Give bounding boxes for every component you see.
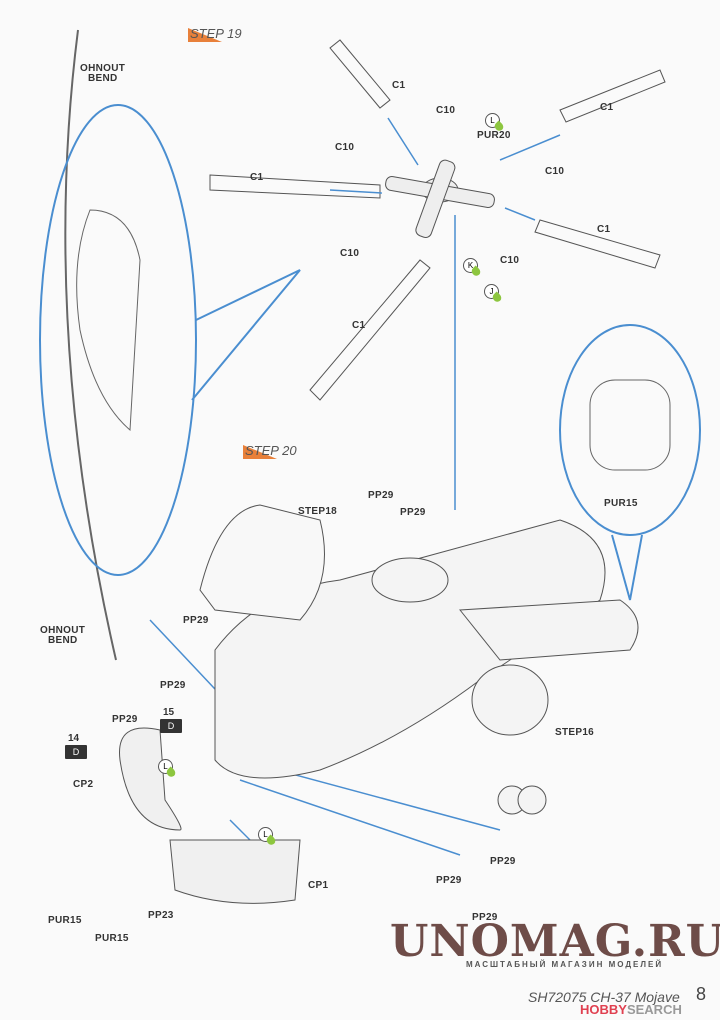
bend-label: BEND bbox=[88, 73, 118, 84]
rotor-blades bbox=[209, 39, 666, 401]
antenna-wire bbox=[64, 29, 117, 661]
part-pur15: PUR15 bbox=[95, 933, 129, 944]
part-pur15: PUR15 bbox=[604, 498, 638, 509]
part-c10: C10 bbox=[500, 255, 520, 266]
part-c10: C10 bbox=[340, 248, 360, 259]
rotor-hub bbox=[385, 159, 495, 238]
part-pur20: PUR20 bbox=[477, 130, 511, 141]
detail-callout-right bbox=[559, 324, 701, 536]
source-brand: HOBBY bbox=[580, 1002, 627, 1017]
kit-title: SH72075 CH-37 Mojave bbox=[528, 989, 680, 1005]
step20-label: STEP 20 bbox=[245, 443, 297, 458]
step16-ref: STEP16 bbox=[555, 727, 595, 738]
fuselage bbox=[214, 519, 639, 815]
part-c10: C10 bbox=[545, 166, 565, 177]
part-pp23: PP23 bbox=[148, 910, 174, 921]
step20-badge-bg bbox=[243, 445, 277, 459]
decal-number: 14 bbox=[68, 733, 80, 744]
watermark-title: UNOMAG.RU bbox=[390, 916, 720, 967]
part-pp29: PP29 bbox=[436, 875, 462, 886]
decal-ref-d: D bbox=[65, 745, 87, 759]
step18-ref: STEP18 bbox=[298, 506, 338, 517]
part-cp2: CP2 bbox=[73, 779, 94, 790]
step19-badge-bg bbox=[188, 28, 222, 42]
assembly-arrows bbox=[149, 117, 561, 871]
part-pur15: PUR15 bbox=[48, 915, 82, 926]
fuselage-detail bbox=[76, 209, 141, 432]
part-pp29: PP29 bbox=[183, 615, 209, 626]
page-number: 8 bbox=[696, 984, 707, 1004]
nose-parts bbox=[119, 727, 301, 904]
canopy bbox=[199, 504, 325, 621]
source-suffix: SEARCH bbox=[626, 1002, 682, 1017]
bend-label: BEND bbox=[48, 635, 78, 646]
part-c1: C1 bbox=[600, 102, 614, 113]
callout-pointer-left bbox=[191, 269, 301, 401]
ohnout-label: OHNOUT bbox=[40, 625, 86, 636]
part-pp29: PP29 bbox=[160, 680, 186, 691]
part-c10: C10 bbox=[436, 105, 456, 116]
watermark-subtitle: МАСШТАБНЫЙ МАГАЗИН МОДЕЛЕЙ bbox=[466, 960, 664, 969]
part-c1: C1 bbox=[352, 320, 366, 331]
part-pp29: PP29 bbox=[368, 490, 394, 501]
step19-label: STEP 19 bbox=[190, 26, 242, 41]
ohnout-label: OHNOUT bbox=[80, 63, 126, 74]
part-cp1: CP1 bbox=[308, 880, 329, 891]
part-c1: C1 bbox=[392, 80, 406, 91]
part-pp29: PP29 bbox=[112, 714, 138, 725]
nose-detail bbox=[589, 379, 671, 471]
source-watermark: HOBBYSEARCH bbox=[580, 1002, 682, 1017]
part-pp29: PP29 bbox=[490, 856, 516, 867]
decal-ref-d: D bbox=[160, 719, 182, 733]
detail-callout-left bbox=[39, 104, 197, 576]
callout-pointer-right bbox=[611, 534, 643, 601]
part-pp29: PP29 bbox=[472, 912, 498, 923]
part-c1: C1 bbox=[250, 172, 264, 183]
part-c10: C10 bbox=[335, 142, 355, 153]
decal-number: 15 bbox=[163, 707, 175, 718]
part-pp29: PP29 bbox=[400, 507, 426, 518]
part-c1: C1 bbox=[597, 224, 611, 235]
